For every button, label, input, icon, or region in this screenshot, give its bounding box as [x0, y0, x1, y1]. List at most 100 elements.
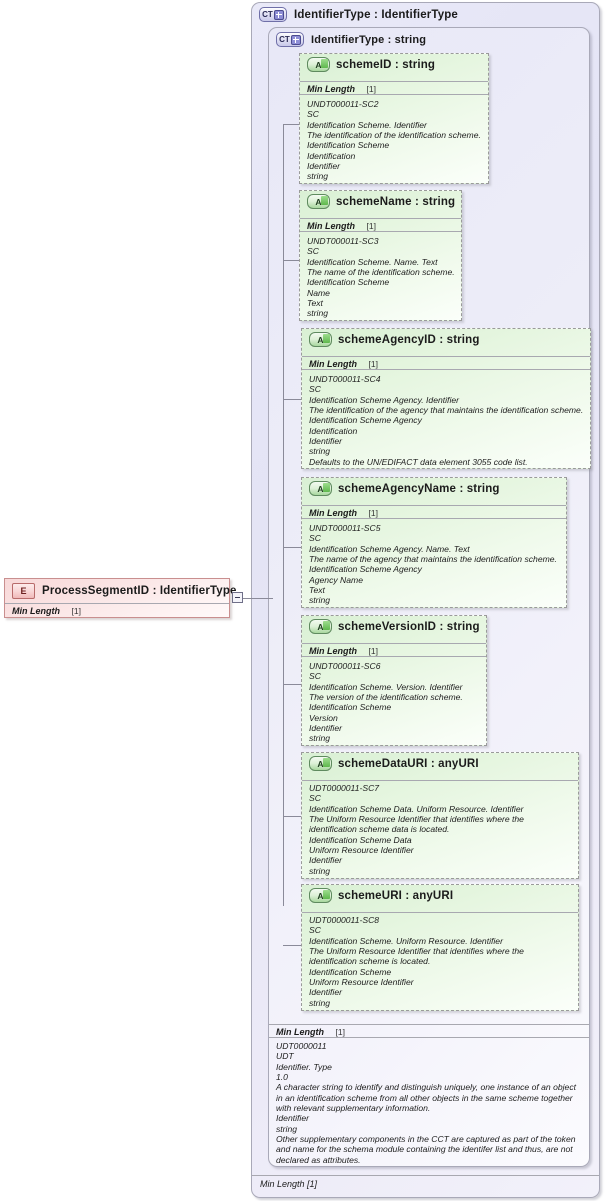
attribute-icon-label: A: [317, 890, 324, 901]
doc-line: Identifier: [309, 723, 342, 734]
doc-line: Agency Name: [309, 574, 363, 585]
plus-icon: [290, 34, 301, 45]
doc-line: Identification Scheme: [309, 966, 392, 977]
doc-line: UDT0000011-SC7: [309, 783, 380, 793]
doc-line: Identification Scheme: [307, 277, 390, 288]
facet-label: Min Length: [307, 221, 355, 231]
attribute-title: A schemeURI : anyURI: [302, 885, 578, 905]
attribute-name: schemeVersionID : string: [338, 620, 480, 633]
doc-line: string: [309, 865, 331, 876]
attribute-facet-row: Min Length [1]: [300, 81, 488, 95]
attribute-icon-label: A: [315, 59, 322, 70]
attribute-icon-label: A: [315, 196, 322, 207]
attribute-branch: [283, 816, 301, 817]
facet-label: Min Length: [307, 84, 355, 94]
inner-documentation: UDT0000011 UDT Identifier. Type 1.0 A ch…: [269, 1039, 589, 1168]
doc-line: UNDT000011-SC3: [307, 236, 379, 246]
doc-line: UNDT000011-SC5: [309, 523, 381, 533]
ct-icon-label: CT: [279, 34, 290, 44]
facet-value: [1]: [71, 606, 81, 616]
doc-line: Identification: [307, 150, 356, 161]
collapse-toggle[interactable]: [232, 592, 243, 603]
attribute-box-schemeVersionID: A schemeVersionID : string Min Length [1…: [301, 615, 487, 746]
doc-line: string: [307, 308, 329, 319]
complex-type-expand-icon[interactable]: CT: [276, 32, 304, 47]
doc-line: SC: [309, 925, 321, 936]
element-box-ProcessSegmentID[interactable]: E ProcessSegmentID : IdentifierType Min …: [4, 578, 236, 618]
attribute-icon: A: [309, 888, 332, 903]
attribute-box-schemeAgencyID: A schemeAgencyID : string Min Length [1]…: [301, 328, 591, 469]
doc-line: Identification Scheme Agency: [309, 415, 422, 426]
plus-icon: [273, 9, 284, 20]
doc-line: Name: [307, 287, 330, 298]
attribute-branch: [283, 124, 299, 125]
attribute-documentation: UDT0000011-SC8 SC Identification Scheme.…: [302, 912, 578, 1011]
doc-line: Identification Scheme Agency: [309, 564, 422, 575]
doc-line: Identifier: [309, 855, 342, 866]
facet-value: [1]: [368, 508, 378, 518]
attribute-box-schemeAgencyName: A schemeAgencyName : string Min Length […: [301, 477, 567, 608]
attribute-title: A schemeAgencyName : string: [302, 478, 566, 498]
doc-line: Identification Scheme: [309, 702, 392, 713]
doc-line: Other supplementary components in the CC…: [276, 1134, 576, 1165]
doc-line: Identifier: [309, 436, 342, 447]
outer-min-length-label: Min Length: [260, 1179, 305, 1189]
attribute-facet-row: Min Length [1]: [300, 218, 461, 232]
doc-line: Identification Scheme Agency. Identifier: [309, 394, 459, 405]
doc-line: string: [276, 1123, 298, 1134]
doc-line: The Uniform Resource Identifier that ide…: [309, 814, 524, 835]
doc-line: UDT: [276, 1051, 294, 1062]
attribute-documentation: UNDT000011-SC6 SC Identification Scheme.…: [302, 659, 486, 747]
attribute-facet-row: Min Length [1]: [302, 356, 590, 370]
element-icon: E: [12, 582, 35, 599]
doc-line: string: [309, 997, 331, 1008]
attribute-tree-trunk: [283, 124, 284, 906]
doc-line: A character string to identify and disti…: [276, 1082, 577, 1114]
doc-line: SC: [307, 109, 319, 120]
attribute-branch: [283, 547, 301, 548]
doc-line: Defaults to the UN/EDIFACT data element …: [309, 456, 528, 467]
attribute-box-schemeName: A schemeName : string Min Length [1] UND…: [299, 190, 462, 321]
facet-label: Min Length: [309, 359, 357, 369]
doc-line: SC: [309, 384, 321, 395]
attribute-name: schemeID : string: [336, 58, 436, 71]
doc-line: Identification: [309, 425, 358, 436]
doc-line: UDT0000011: [276, 1041, 327, 1051]
doc-line: Text: [309, 585, 325, 596]
attribute-title: A schemeAgencyID : string: [302, 329, 590, 349]
facet-value: [1]: [368, 646, 378, 656]
doc-line: Uniform Resource Identifier: [309, 845, 414, 856]
attribute-name: schemeAgencyName : string: [338, 482, 500, 495]
attribute-icon-label: A: [317, 334, 324, 345]
doc-line: Uniform Resource Identifier: [309, 977, 414, 988]
doc-line: Identifier: [276, 1113, 309, 1124]
doc-line: UNDT000011-SC4: [309, 374, 381, 384]
doc-line: SC: [309, 533, 321, 544]
ct-icon-label: CT: [262, 9, 273, 19]
complex-type-expand-icon[interactable]: CT: [259, 7, 287, 22]
attribute-name: schemeAgencyID : string: [338, 333, 480, 346]
doc-line: Identifier. Type: [276, 1061, 332, 1072]
doc-line: string: [307, 171, 329, 182]
element-title: E ProcessSegmentID : IdentifierType: [5, 579, 236, 601]
attribute-title: A schemeName : string: [300, 191, 461, 211]
doc-line: UDT0000011-SC8: [309, 915, 380, 925]
doc-line: The identification of the identification…: [307, 130, 481, 141]
doc-line: The name of the identification scheme.: [307, 267, 455, 278]
complex-type-outer-title: CT IdentifierType : IdentifierType: [252, 3, 599, 25]
element-facet-row: Min Length [1]: [5, 603, 229, 618]
attribute-branch: [283, 260, 299, 261]
doc-line: Identification Scheme. Uniform Resource.…: [309, 935, 503, 946]
facet-label: Min Length: [309, 646, 357, 656]
doc-line: Identification Scheme. Identifier: [307, 119, 427, 130]
doc-line: Identification Scheme Data: [309, 834, 412, 845]
doc-line: The name of the agency that maintains th…: [309, 554, 557, 565]
doc-line: SC: [307, 246, 319, 257]
outer-min-length-value: [1]: [307, 1179, 318, 1189]
doc-line: UNDT000011-SC6: [309, 661, 381, 671]
doc-line: Identification Scheme. Name. Text: [307, 256, 438, 267]
doc-line: The Uniform Resource Identifier that ide…: [309, 946, 524, 967]
facet-value: [1]: [366, 221, 376, 231]
attribute-title: A schemeDataURI : anyURI: [302, 753, 578, 773]
complex-type-inner-name: IdentifierType : string: [311, 33, 427, 46]
